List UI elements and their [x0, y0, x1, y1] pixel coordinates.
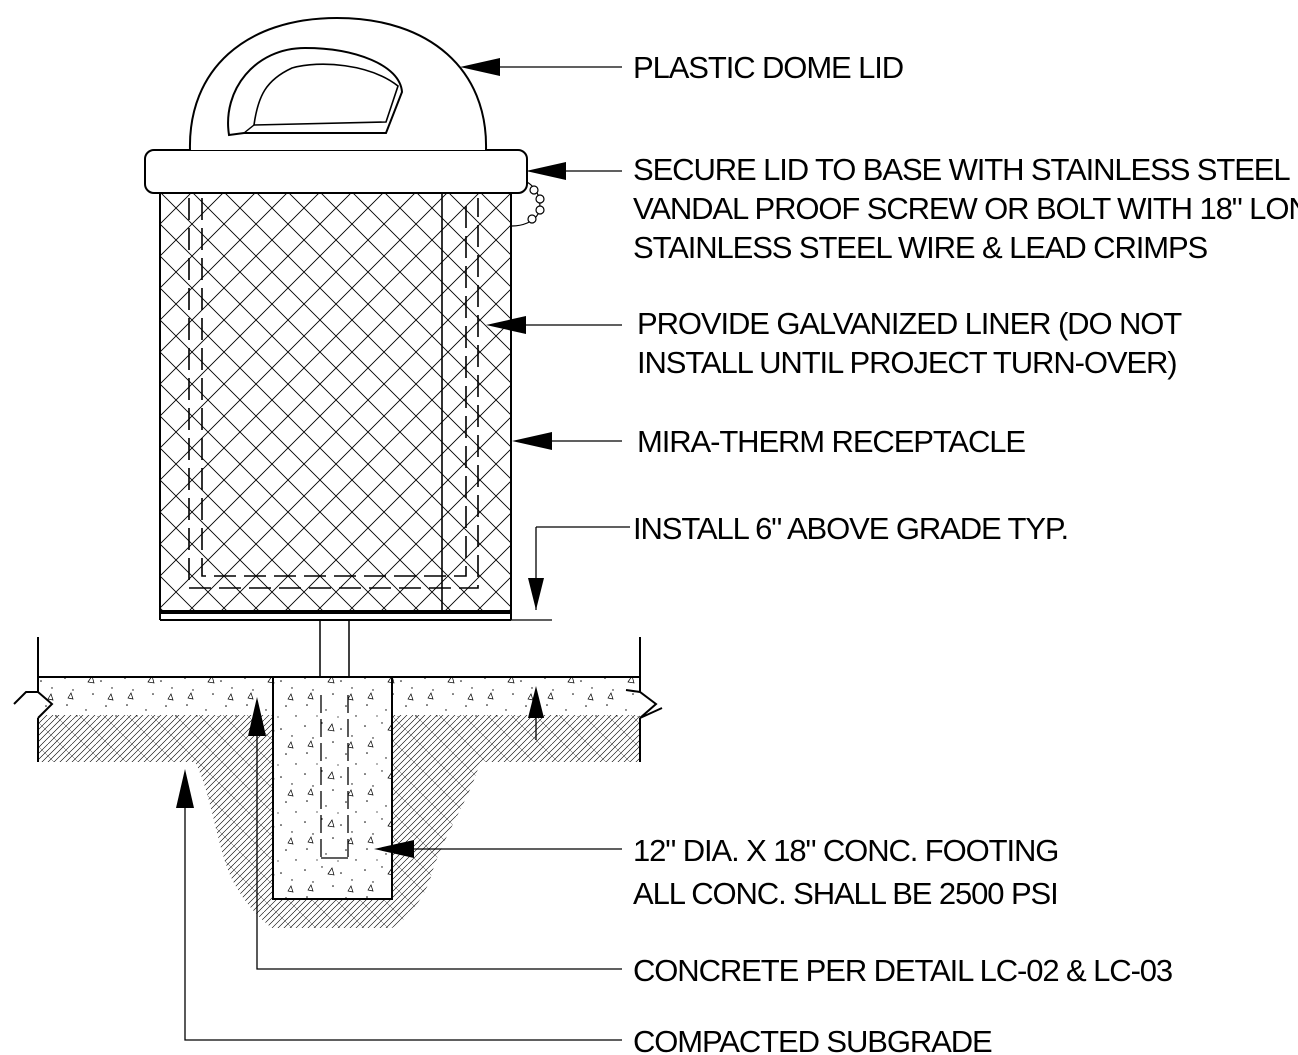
footing-label-line-1: 12" DIA. X 18" CONC. FOOTING	[633, 833, 1058, 868]
concrete-label: CONCRETE PER DETAIL LC-02 & LC-03	[633, 953, 1172, 988]
liner-label-line-1: PROVIDE GALVANIZED LINER (DO NOT	[637, 306, 1182, 341]
galvanized-liner	[188, 198, 479, 589]
security-wire	[511, 181, 545, 227]
concrete-footing	[272, 676, 393, 900]
receptacle-label: MIRA-THERM RECEPTACLE	[637, 424, 1025, 459]
subgrade-label: COMPACTED SUBGRADE	[633, 1024, 992, 1055]
above-grade-dimension	[511, 526, 630, 740]
support-post	[319, 620, 350, 677]
footing-label-line-2: ALL CONC. SHALL BE 2500 PSI	[633, 876, 1058, 911]
plastic-dome-lid	[188, 16, 488, 151]
secure-lid-label-line-3: STAINLESS STEEL WIRE & LEAD CRIMPS	[633, 230, 1208, 265]
callout-notes: PLASTIC DOME LID SECURE LID TO BASE WITH…	[633, 50, 1298, 1055]
dome-lid-label: PLASTIC DOME LID	[633, 50, 903, 85]
above-grade-label: INSTALL 6" ABOVE GRADE TYP.	[633, 511, 1068, 546]
secure-lid-label-line-2: VANDAL PROOF SCREW OR BOLT WITH 18" LONG	[633, 191, 1298, 226]
leader-lines	[176, 58, 622, 1041]
secure-lid-label-line-1: SECURE LID TO BASE WITH STAINLESS STEEL	[633, 152, 1290, 187]
mira-therm-receptacle	[159, 192, 512, 621]
liner-label-line-2: INSTALL UNTIL PROJECT TURN-OVER)	[637, 345, 1177, 380]
lid-rim	[144, 149, 528, 194]
